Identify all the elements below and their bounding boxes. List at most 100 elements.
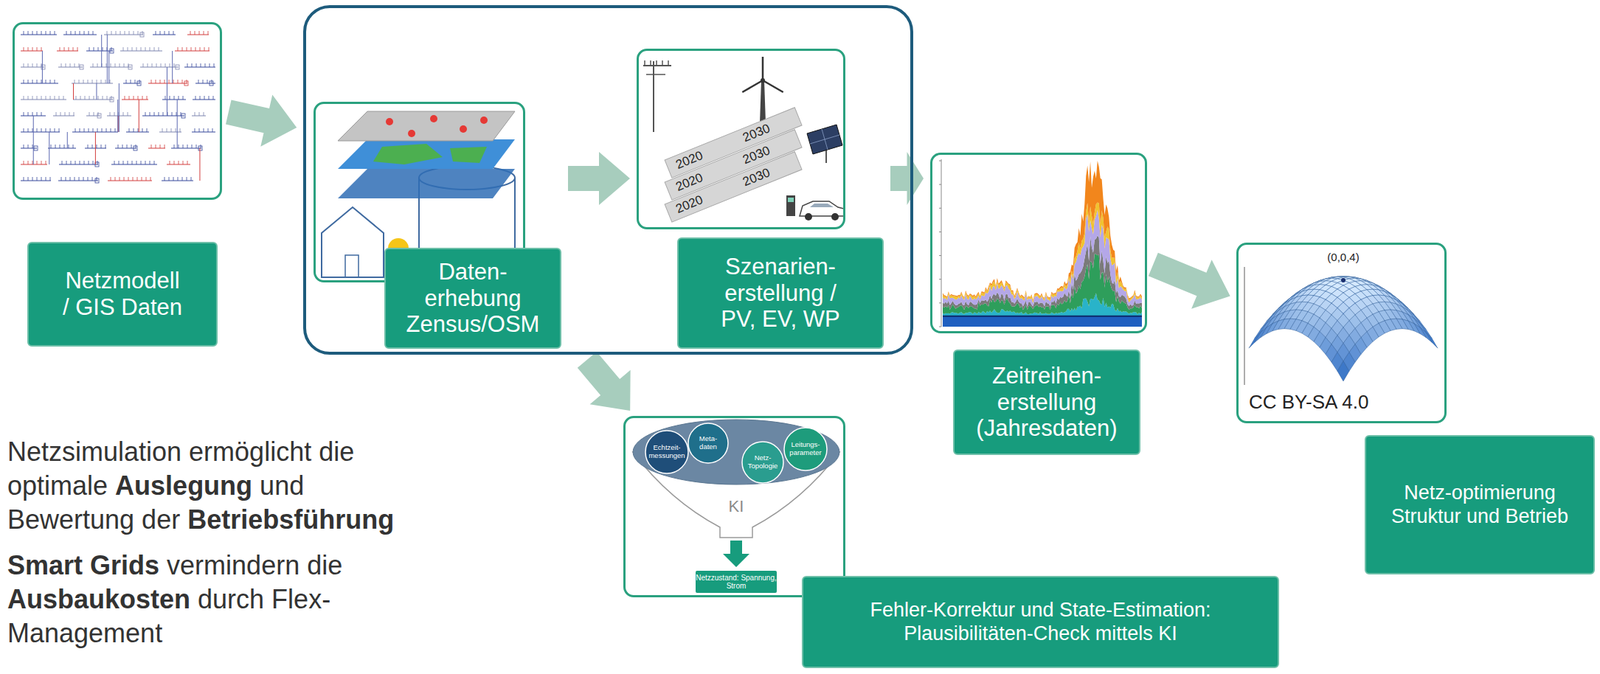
feeder-tick — [208, 47, 210, 51]
feeder-tick — [70, 160, 72, 165]
feeder-tick — [168, 30, 170, 35]
feeder-tick — [182, 47, 183, 51]
car-wheel — [804, 213, 813, 221]
feeder-tick — [28, 177, 29, 181]
map-marker — [430, 115, 438, 123]
feeder-tick — [70, 63, 71, 68]
turbine-tower — [759, 80, 766, 124]
step-label-box: Fehler-Korrektur und State-Estimation: P… — [801, 576, 1280, 669]
grid-symbol — [79, 64, 84, 70]
feeder-tick — [151, 79, 152, 84]
funnel-label: KI — [728, 497, 745, 516]
feeder-tick — [50, 79, 51, 84]
feeder-tick — [142, 95, 144, 100]
circle-label: Netz- Topologie — [741, 454, 785, 471]
feeder-tick — [61, 160, 63, 165]
bus-line — [184, 67, 216, 68]
feeder-tick — [187, 63, 189, 68]
feeder-tick — [28, 160, 29, 165]
down-arrow — [722, 540, 750, 568]
feeder-tick — [169, 95, 171, 100]
feeder-tick — [186, 177, 188, 181]
bus-line — [121, 99, 149, 101]
feeder-tick — [41, 177, 43, 181]
feeder-tick — [73, 144, 74, 149]
feeder-tick — [164, 177, 166, 181]
flow-arrow — [1148, 253, 1231, 310]
feeder-tick — [28, 95, 29, 100]
feeder-tick — [130, 79, 132, 84]
vertical-wire — [67, 132, 68, 149]
feeder-tick — [36, 63, 38, 68]
grid-symbol — [209, 81, 214, 86]
feeder-tick — [199, 47, 201, 51]
feeder-tick — [186, 47, 188, 51]
feeder-tick — [145, 160, 147, 165]
feeder-tick — [133, 128, 135, 133]
feeder-tick — [105, 79, 107, 84]
vertical-wire — [73, 83, 74, 100]
feeder-tick — [92, 63, 94, 68]
feeder-tick — [63, 95, 65, 100]
step-label-box: Zeitreihen- erstellung (Jahresdaten) — [953, 349, 1141, 456]
car-window — [809, 203, 834, 208]
feeder-tick — [132, 160, 133, 165]
feeder-tick — [65, 177, 67, 181]
feeder-tick — [208, 30, 209, 35]
feeder-tick — [182, 79, 183, 84]
bus-line — [20, 99, 67, 101]
feeder-tick — [45, 128, 47, 133]
turbine-blade — [762, 56, 765, 81]
feeder-tick — [213, 63, 215, 68]
feeder-tick — [191, 177, 192, 181]
feeder-tick — [195, 95, 197, 100]
feeder-tick — [137, 128, 139, 133]
feeder-tick — [199, 128, 200, 133]
feeder-tick — [190, 30, 192, 35]
emphasis-text: Betriebsführung — [187, 504, 394, 535]
feeder-tick — [32, 112, 34, 116]
step-label: Zeitreihen- erstellung (Jahresdaten) — [963, 362, 1131, 442]
feeder-tick — [115, 30, 117, 35]
feeder-tick — [98, 47, 99, 51]
process-step: Zeitreihen- erstellung (Jahresdaten) — [930, 152, 1148, 456]
insulator — [649, 60, 652, 66]
feeder-tick — [97, 63, 99, 68]
feeder-tick — [160, 30, 161, 35]
step-label: Fehler-Korrektur und State-Estimation: P… — [815, 598, 1266, 645]
feeder-tick — [54, 79, 56, 84]
feeder-tick — [101, 144, 102, 149]
feeder-tick — [96, 79, 98, 84]
feeder-tick — [41, 112, 43, 116]
feeder-tick — [191, 63, 193, 68]
feeder-tick — [102, 95, 104, 100]
feeder-tick — [127, 112, 129, 116]
step-label: Daten- erhebung Zensus/OSM — [394, 258, 552, 338]
circle-label: Meta- daten — [694, 435, 722, 452]
feeder-tick — [55, 144, 57, 149]
bus-line — [63, 34, 97, 36]
feeder-tick — [66, 30, 68, 35]
feeder-tick — [166, 128, 168, 133]
feeder-tick — [133, 30, 135, 35]
panel-grid — [809, 134, 840, 144]
step-label-box: Netz-optimierung Struktur und Betrieb — [1364, 435, 1595, 575]
stacked-area — [942, 160, 1142, 301]
grid-symbol — [109, 48, 114, 54]
emphasis-text: Smart Grids — [7, 550, 160, 581]
feeder-tick — [32, 79, 34, 84]
feeder-tick — [84, 95, 86, 100]
feeder-tick — [142, 128, 144, 133]
feeder-tick — [92, 177, 93, 181]
feeder-tick — [163, 112, 164, 116]
feeder-tick — [36, 79, 38, 84]
feeder-tick — [54, 95, 56, 100]
feeder-tick — [80, 95, 82, 100]
feeder-tick — [84, 128, 85, 133]
vertical-wire — [95, 83, 97, 100]
bus-line — [111, 164, 158, 166]
feeder-tick — [158, 112, 160, 116]
feeder-tick — [45, 160, 47, 165]
illustration-frame — [930, 152, 1148, 334]
feeder-tick — [83, 177, 85, 181]
